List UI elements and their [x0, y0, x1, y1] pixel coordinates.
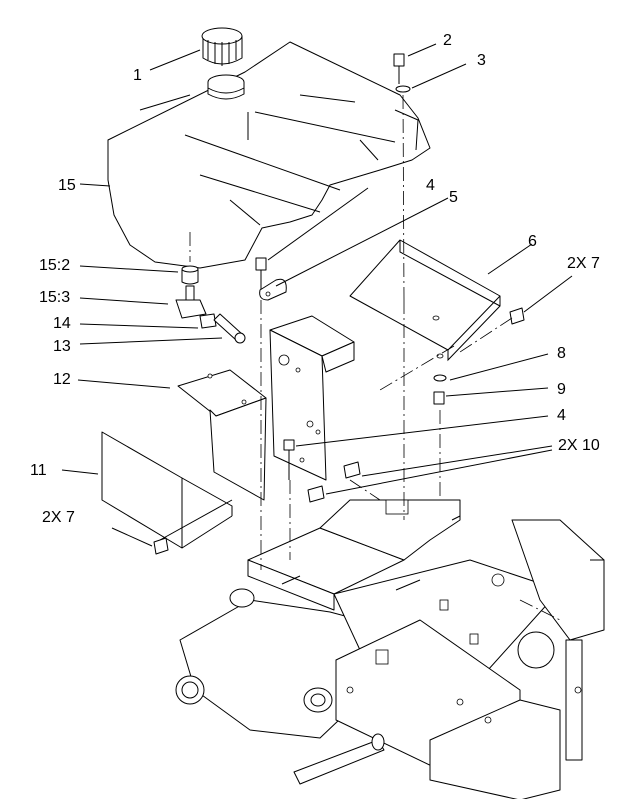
filler-cap	[201, 27, 245, 100]
callout-15-3: 15:3	[39, 289, 71, 306]
callout-5: 5	[449, 189, 458, 206]
bracket-12	[177, 369, 267, 501]
support-plate	[349, 239, 501, 362]
frame-assembly	[175, 499, 605, 799]
leader-lines	[61, 43, 573, 547]
callout-9: 9	[557, 381, 566, 398]
callout-2: 2	[443, 32, 452, 49]
callout-4-upper: 4	[426, 177, 435, 194]
fuel-fittings	[175, 265, 246, 344]
callout-14: 14	[53, 315, 71, 332]
callout-3: 3	[477, 52, 486, 69]
callout-11: 11	[30, 462, 47, 479]
callout-2x7-right: 2X 7	[567, 255, 600, 272]
fuel-tank	[107, 41, 431, 269]
callout-12: 12	[53, 371, 71, 388]
center-bracket	[269, 315, 355, 481]
callout-15-2: 15:2	[39, 257, 71, 274]
callout-2x10: 2X 10	[558, 437, 600, 454]
callout-13: 13	[53, 338, 71, 355]
callout-1: 1	[133, 67, 142, 84]
callout-6: 6	[528, 233, 537, 250]
callout-8: 8	[557, 345, 566, 362]
center-lines	[189, 94, 561, 621]
callout-15: 15	[58, 177, 76, 194]
callout-2x7-left: 2X 7	[42, 509, 75, 526]
callout-4-lower: 4	[557, 407, 566, 424]
plate-11	[101, 431, 233, 549]
